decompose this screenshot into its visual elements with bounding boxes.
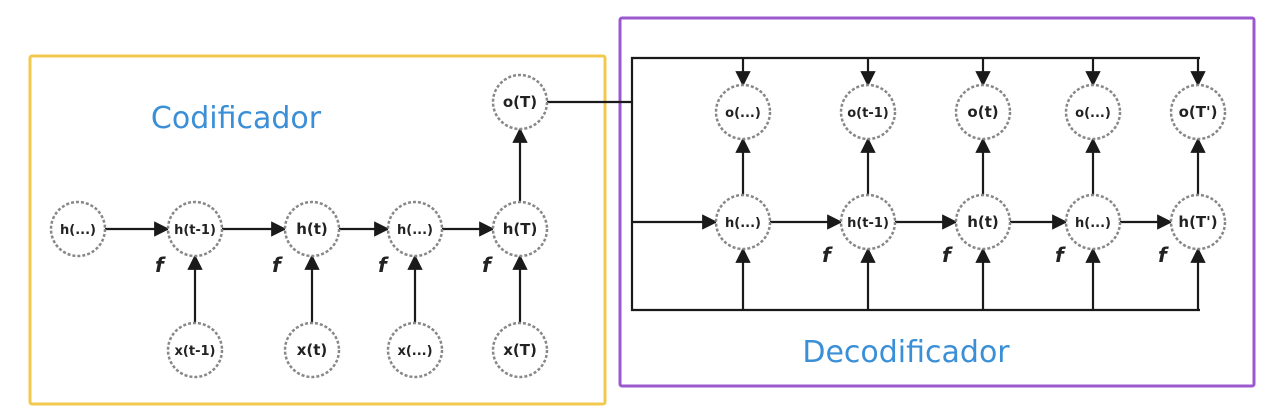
encoder-input-node: x(t) — [283, 321, 341, 379]
decoder-hidden-node: h(T') — [1169, 193, 1227, 251]
decoder-output-node-label: o(T') — [1179, 103, 1218, 121]
encoder-hidden-node-label: h(t) — [296, 220, 328, 238]
arrows — [105, 56, 1206, 323]
decoder-hidden-node-circle — [1169, 193, 1227, 251]
encoder-input-node-circle — [386, 321, 444, 379]
decoder-hidden-node-label: h(t-1) — [847, 216, 889, 231]
encoder-hidden-node-circle — [49, 200, 107, 258]
encoder-title: Codificador — [151, 101, 322, 136]
encoder-hidden-node: h(t) — [283, 200, 341, 258]
encoder-input-node-circle — [283, 321, 341, 379]
decoder-hidden-node-circle — [839, 193, 897, 251]
decoder-function-label: f — [822, 243, 833, 267]
encoder-function-label: f — [378, 253, 389, 277]
encoder-input-node: x(t-1) — [166, 321, 224, 379]
decoder-output-node-circle — [714, 83, 772, 141]
encoder-function-label: f — [155, 253, 166, 277]
context-bottom-line — [630, 102, 1200, 312]
decoder-output-node: o(t-1) — [839, 83, 897, 141]
decoder-output-node: o(t) — [954, 83, 1012, 141]
nodes: h(...) h(t-1) h(t) h(...) h(T) x(t-1) x(t) x(..… — [49, 73, 1227, 379]
decoder-output-node-label: o(...) — [725, 106, 761, 121]
encoder-input-node-label: x(t-1) — [175, 344, 216, 359]
decoder-hidden-node: h(t-1) — [839, 193, 897, 251]
encoder-frame — [28, 54, 607, 406]
encoder-input-node-circle — [491, 321, 549, 379]
decoder-hidden-node: h(t) — [954, 193, 1012, 251]
encoder-hidden-node: h(...) — [49, 200, 107, 258]
decoder-hidden-node-label: h(...) — [725, 216, 761, 231]
encoder-output-node-label: o(T) — [503, 93, 537, 111]
encoder-input-node-label: x(t) — [297, 341, 328, 359]
decoder-output-node: o(...) — [1064, 83, 1122, 141]
encoder-hidden-node-label: h(...) — [60, 223, 96, 238]
decoder-output-node-circle — [1064, 83, 1122, 141]
decoder-hidden-node-label: h(...) — [1075, 216, 1111, 231]
decoder-hidden-node-circle — [954, 193, 1012, 251]
encoder-input-node-label: x(...) — [397, 344, 432, 359]
encoder-hidden-node-circle — [491, 200, 549, 258]
decoder-title: Decodificador — [802, 335, 1010, 370]
encoder-hidden-node: h(...) — [386, 200, 444, 258]
decoder-output-node-circle — [954, 83, 1012, 141]
decoder-hidden-node-label: h(t) — [967, 213, 999, 231]
encoder-input-node: x(...) — [386, 321, 444, 379]
encoder-output-node-circle — [491, 73, 549, 131]
encoder-hidden-node: h(T) — [491, 200, 549, 258]
encoder-hidden-node-circle — [386, 200, 444, 258]
encoder-hidden-node-label: h(t-1) — [174, 223, 216, 238]
decoder-hidden-node-label: h(T') — [1178, 213, 1217, 231]
encoder-input-node-label: x(T) — [503, 341, 537, 359]
encoder-hidden-node-label: h(T) — [503, 220, 538, 238]
decoder-function-label: f — [1055, 243, 1066, 267]
encoder-hidden-node: h(t-1) — [166, 200, 224, 258]
encoder-function-label: f — [272, 253, 283, 277]
decoder-output-node: o(T') — [1169, 83, 1227, 141]
decoder-output-node: o(...) — [714, 83, 772, 141]
decoder-hidden-node: h(...) — [714, 193, 772, 251]
decoder-output-node-label: o(t) — [967, 103, 998, 121]
encoder-hidden-node-circle — [283, 200, 341, 258]
decoder-function-label: f — [1158, 243, 1169, 267]
decoder-output-node-circle — [1169, 83, 1227, 141]
decoder-hidden-node-circle — [1064, 193, 1122, 251]
encoder-hidden-node-label: h(...) — [397, 223, 433, 238]
encoder-output-node: o(T) — [491, 73, 549, 131]
decoder-output-node-circle — [839, 83, 897, 141]
decoder-output-node-label: o(t-1) — [847, 106, 888, 121]
decoder-function-label: f — [942, 243, 953, 267]
context-line — [547, 56, 1200, 104]
encoder-input-node-circle — [166, 321, 224, 379]
decoder-hidden-node: h(...) — [1064, 193, 1122, 251]
encoder-input-node: x(T) — [491, 321, 549, 379]
encoder-function-label: f — [482, 253, 493, 277]
decoder-frame — [618, 16, 1256, 388]
decoder-hidden-node-circle — [714, 193, 772, 251]
encoder-hidden-node-circle — [166, 200, 224, 258]
decoder-output-node-label: o(...) — [1075, 106, 1111, 121]
